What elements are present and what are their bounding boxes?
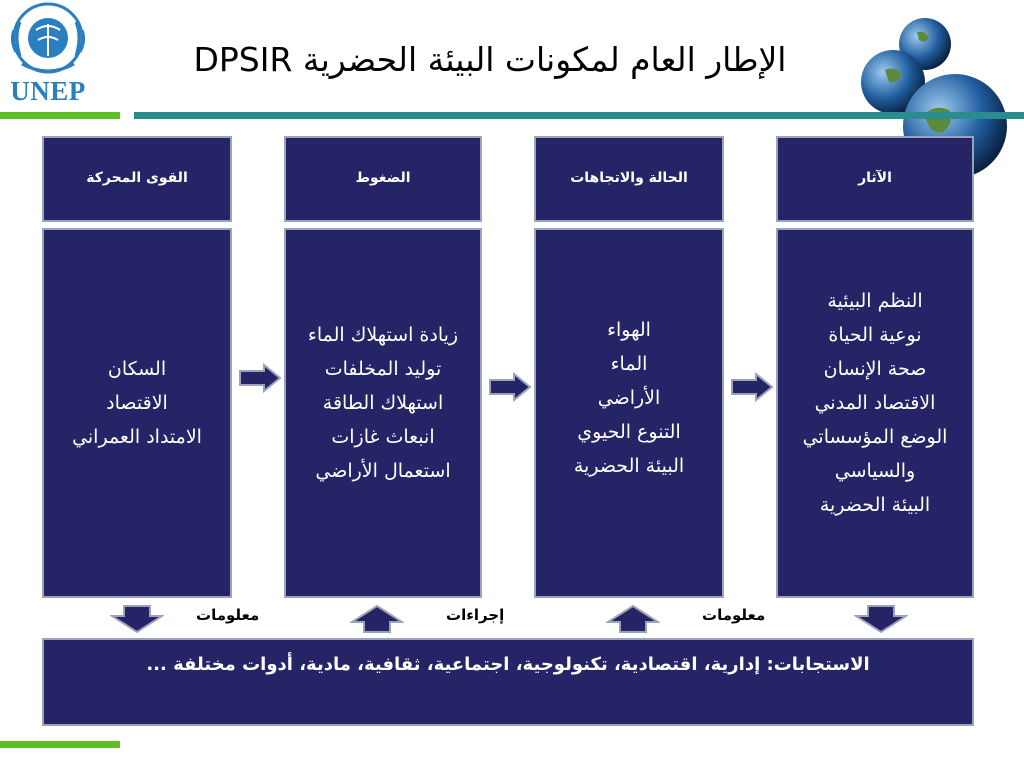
list-item: الهواء (607, 319, 651, 341)
arrow-right-icon (239, 363, 282, 393)
top-green-rule (0, 112, 120, 119)
list-item: النظم البيئية (827, 290, 923, 312)
header-label: الحالة والاتجاهات (570, 170, 688, 186)
list-item: البيئة الحضرية (573, 455, 685, 477)
list-item: نوعية الحياة (828, 324, 922, 346)
logo-text: UNEP (10, 76, 86, 106)
header-state: الحالة والاتجاهات (534, 136, 724, 222)
list-item: انبعاث غازات (331, 426, 435, 448)
arrow-down-icon (854, 605, 908, 634)
list-item: الاقتصاد (106, 392, 168, 414)
arrow-right-icon (731, 372, 774, 402)
list-item: استعمال الأراضي (315, 460, 451, 482)
list-item: الامتداد العمراني (72, 426, 202, 448)
header-driving-forces: القوى المحركة (42, 136, 232, 222)
arrow-up-icon (350, 604, 404, 633)
label-actions: إجراءات (446, 606, 505, 624)
header-impacts: الآثار (776, 136, 974, 222)
body-state: الهواء الماء الأراضي التنوع الحيوي البيئ… (534, 228, 724, 598)
responses-box: الاستجابات: إدارية، اقتصادية، تكنولوجية،… (42, 638, 974, 726)
list-item: زيادة استهلاك الماء (307, 324, 459, 346)
list-item: الاقتصاد المدني (814, 392, 936, 414)
header-label: القوى المحركة (86, 170, 188, 186)
list-item: الأراضي (597, 387, 661, 409)
label-information-left: معلومات (196, 606, 260, 624)
top-teal-rule (134, 112, 1024, 119)
unep-logo: UNEP (0, 0, 96, 112)
arrow-right-icon (489, 372, 532, 402)
body-pressures: زيادة استهلاك الماء توليد المخلفات استهل… (284, 228, 482, 598)
body-driving-forces: السكان الاقتصاد الامتداد العمراني (42, 228, 232, 598)
list-item: السكان (107, 358, 167, 380)
responses-text: الاستجابات: إدارية، اقتصادية، تكنولوجية،… (146, 654, 870, 675)
list-item: البيئة الحضرية (819, 494, 931, 516)
header-label: الضغوط (355, 170, 411, 186)
list-item: الوضع المؤسساتي (802, 426, 948, 448)
list-item: صحة الإنسان (823, 358, 927, 380)
list-item: استهلاك الطاقة (322, 392, 444, 414)
list-item: التنوع الحيوي (577, 421, 681, 443)
globes-icon (861, 18, 1007, 178)
list-item: والسياسي (834, 460, 916, 482)
label-information-right: معلومات (702, 606, 766, 624)
list-item: توليد المخلفات (324, 358, 442, 380)
header-pressures: الضغوط (284, 136, 482, 222)
bottom-green-rule (0, 741, 120, 748)
arrow-down-icon (110, 605, 164, 634)
body-impacts: النظم البيئية نوعية الحياة صحة الإنسان ا… (776, 228, 974, 598)
page-title: الإطار العام لمكونات البيئة الحضرية DPSI… (193, 40, 787, 79)
arrow-up-icon (606, 604, 660, 633)
unep-emblem-icon (10, 2, 86, 74)
list-item: الماء (610, 353, 648, 375)
header-label: الآثار (858, 170, 892, 186)
